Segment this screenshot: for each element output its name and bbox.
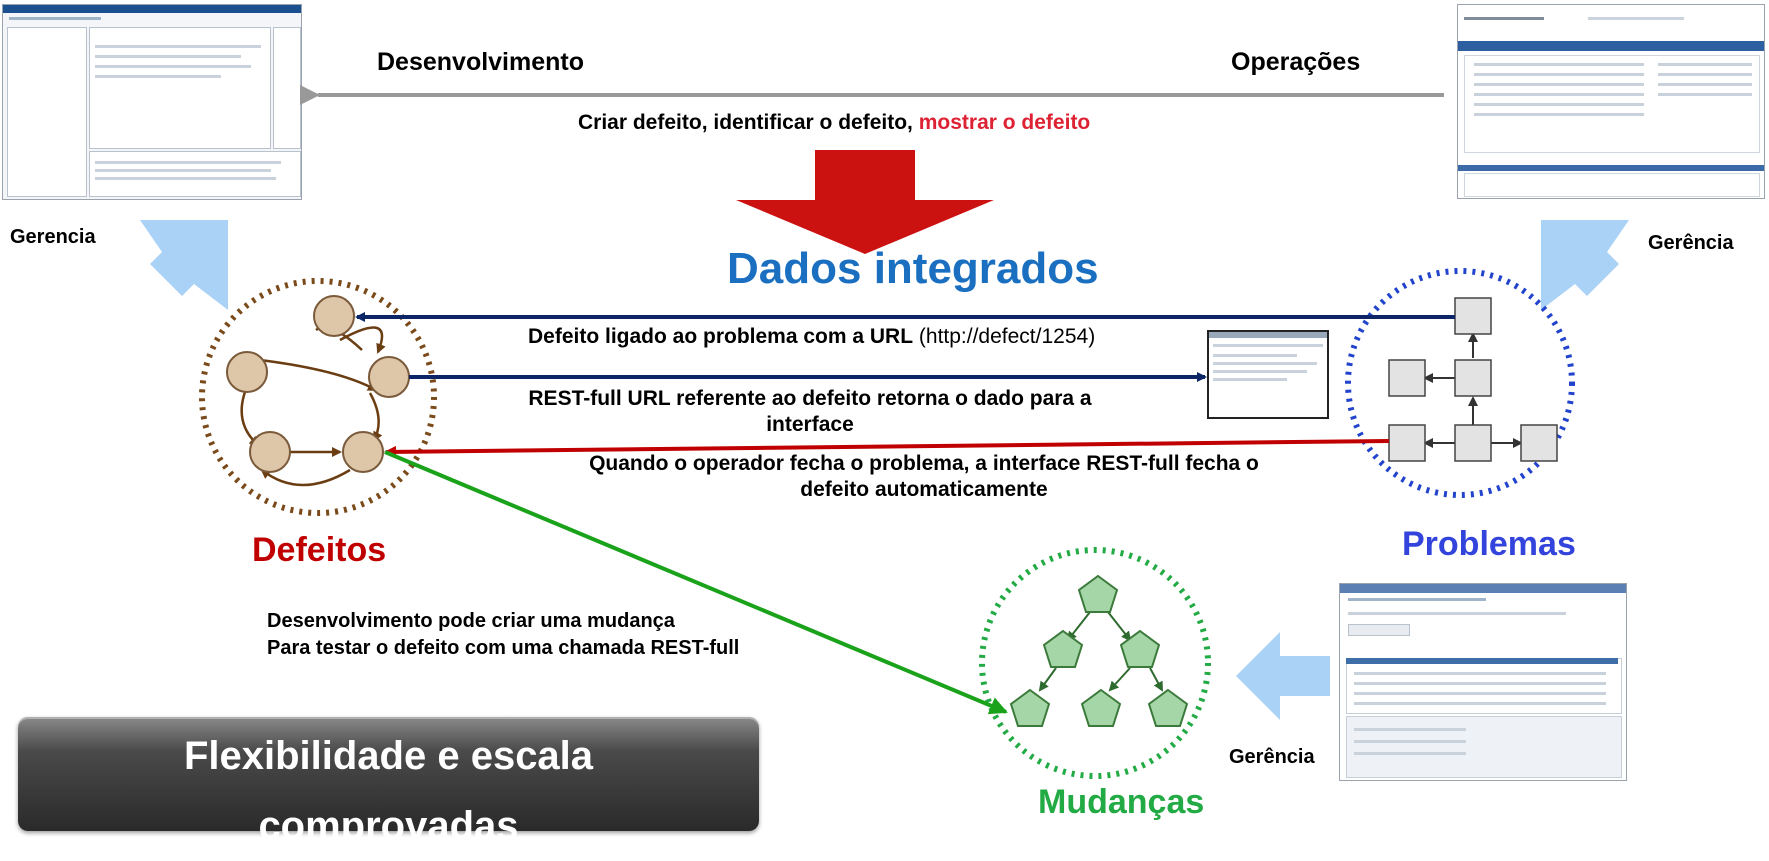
problemas-label: Problemas bbox=[1402, 525, 1576, 563]
link-caption: Defeito ligado ao problema com a URL (ht… bbox=[528, 325, 1095, 349]
gerencia-right-label: Gerência bbox=[1648, 232, 1734, 254]
rest-caption-line1: REST-full URL referente ao defeito retor… bbox=[528, 387, 1092, 410]
defect-url-screenshot-thumbnail bbox=[1207, 330, 1329, 419]
center-title: Dados integrados bbox=[727, 244, 1099, 293]
rest-caption: REST-full URL referente ao defeito retor… bbox=[420, 386, 1200, 438]
change-caption-line2: Para testar o defeito com uma chamada RE… bbox=[267, 637, 740, 659]
defect-state-graph bbox=[226, 295, 410, 487]
mudancas-dotted-circle bbox=[979, 547, 1211, 779]
mostrar-defeito-red: mostrar o defeito bbox=[918, 111, 1091, 134]
gerencia-left-arrow bbox=[140, 220, 228, 310]
mudancas-label: Mudanças bbox=[1038, 783, 1205, 821]
change-tree bbox=[1009, 574, 1189, 727]
dev-label: Desenvolvimento bbox=[377, 48, 585, 76]
ops-screenshot-thumbnail bbox=[1457, 4, 1765, 199]
criar-defeito-text: Criar defeito, identificar o defeito, mo… bbox=[578, 111, 1090, 135]
close-caption-line2: defeito automaticamente bbox=[800, 478, 1048, 501]
changes-screenshot-thumbnail bbox=[1339, 583, 1627, 781]
flexibility-banner: Flexibilidade e escala comprovadas bbox=[18, 717, 759, 848]
problem-tree bbox=[1388, 297, 1558, 462]
criar-defeito-black: Criar defeito, identificar o defeito, bbox=[578, 111, 913, 134]
link-caption-url: (http://defect/1254) bbox=[918, 325, 1096, 348]
ops-label: Operações bbox=[1231, 48, 1361, 76]
close-caption-line1: Quando o operador fecha o problema, a in… bbox=[589, 452, 1259, 475]
gerencia-bottom-label: Gerência bbox=[1229, 746, 1315, 768]
close-caption: Quando o operador fecha o problema, a in… bbox=[504, 451, 1344, 503]
diagram-canvas bbox=[140, 85, 1629, 779]
change-caption-line1: Desenvolvimento pode criar uma mudança bbox=[267, 610, 675, 632]
big-red-down-arrow bbox=[736, 150, 994, 254]
change-caption: Desenvolvimento pode criar uma mudança P… bbox=[267, 608, 739, 662]
rest-caption-line2: interface bbox=[766, 413, 854, 436]
close-arrow bbox=[384, 439, 1390, 458]
gerencia-bottom-arrow bbox=[1236, 632, 1330, 720]
change-arrow bbox=[384, 450, 1008, 715]
defeitos-dotted-circle bbox=[199, 278, 437, 516]
gerencia-right-arrow bbox=[1541, 220, 1629, 310]
banner-line2: comprovadas bbox=[258, 804, 519, 848]
gerencia-left-label: Gerencia bbox=[10, 226, 96, 248]
link-caption-bold: Defeito ligado ao problema com a URL bbox=[528, 325, 914, 348]
problemas-dotted-circle bbox=[1345, 268, 1575, 498]
dev-screenshot-thumbnail bbox=[2, 4, 302, 200]
defeitos-label: Defeitos bbox=[252, 531, 387, 569]
banner-line1: Flexibilidade e escala bbox=[183, 734, 594, 778]
